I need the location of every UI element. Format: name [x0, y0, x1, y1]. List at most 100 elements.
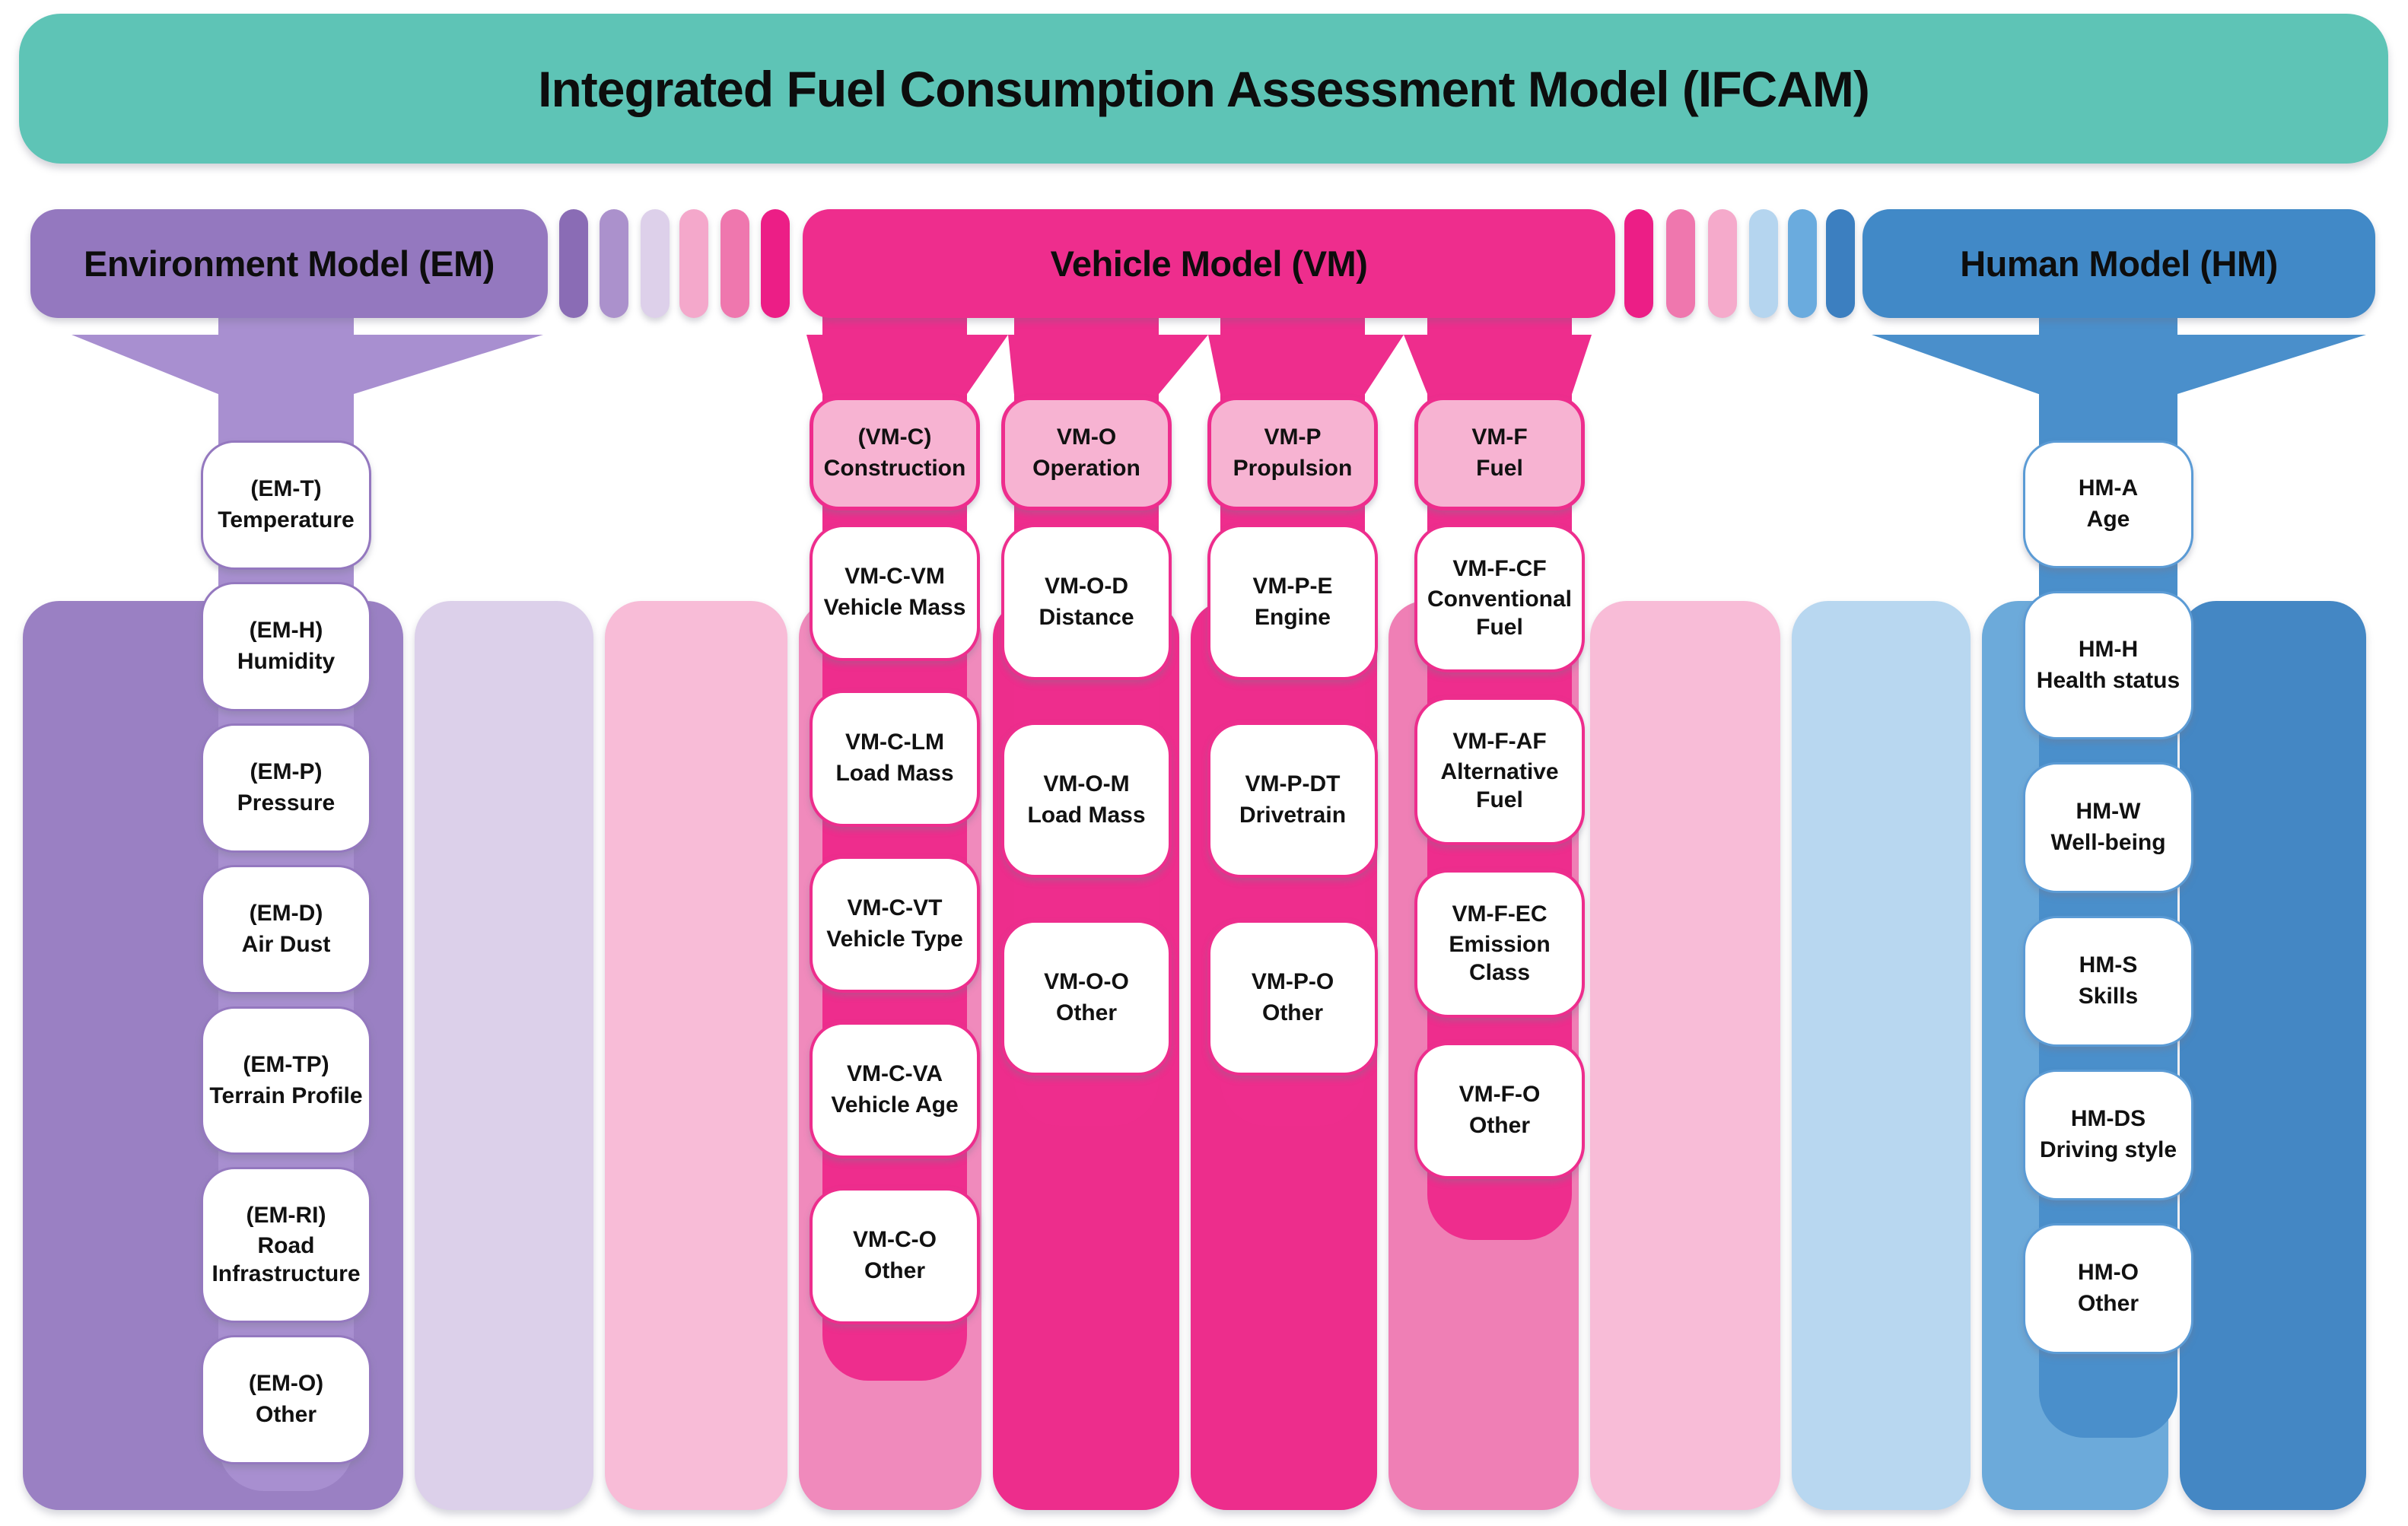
vm-box-operation-other: VM-O-O Other: [1001, 920, 1172, 1076]
box-code: (EM-D): [249, 901, 323, 927]
box-code: VM-P: [1264, 424, 1322, 450]
em-box-pressure: (EM-P) Pressure: [201, 723, 371, 853]
vm-box-vehicle-type: VM-C-VT Vehicle Type: [810, 856, 980, 993]
box-code: (EM-T): [250, 476, 322, 502]
box-label: Air Dust: [241, 932, 331, 957]
box-label: Other: [2077, 1291, 2139, 1316]
box-label: Pressure: [237, 790, 336, 815]
box-label: Drivetrain: [1239, 802, 1347, 828]
box-code: HM-DS: [2070, 1106, 2146, 1132]
box-code: VM-F-AF: [1452, 728, 1547, 754]
gradient-pill: [1826, 209, 1855, 318]
gradient-pill: [1708, 209, 1737, 318]
box-code: (EM-RI): [246, 1202, 326, 1228]
vm-box-distance: VM-O-D Distance: [1001, 524, 1172, 680]
box-code: (EM-TP): [243, 1051, 329, 1077]
box-code: (EM-O): [248, 1371, 324, 1397]
hm-box-other: HM-O Other: [2023, 1223, 2193, 1354]
hm-box-age: HM-A Age: [2023, 440, 2193, 568]
hm-box-well-being: HM-W Well-being: [2023, 762, 2193, 893]
box-code: (EM-P): [250, 759, 323, 785]
box-label: Other: [1261, 1000, 1323, 1025]
box-label: Vehicle Mass: [823, 595, 966, 620]
vm-box-emission-class: VM-F-EC Emission Class: [1414, 870, 1585, 1018]
background-band-light-pink-2: [1590, 601, 1780, 1510]
box-code: VM-C-VA: [846, 1061, 943, 1087]
gradient-pill: [1666, 209, 1695, 318]
box-label: Other: [864, 1258, 925, 1283]
box-code: VM-P-E: [1252, 573, 1333, 599]
box-code: VM-O-O: [1044, 968, 1129, 994]
header-vehicle-model: Vehicle Model (VM): [803, 209, 1615, 318]
box-code: VM-P-DT: [1245, 771, 1341, 796]
hm-box-skills: HM-S Skills: [2023, 916, 2193, 1047]
box-code: HM-A: [2078, 475, 2139, 501]
gradient-pill: [559, 209, 588, 318]
vm-box-fuel-other: VM-F-O Other: [1414, 1042, 1585, 1179]
vm-fuel-subheader: VM-F Fuel: [1414, 396, 1585, 510]
box-label: Vehicle Age: [831, 1092, 959, 1117]
vm-box-propulsion-other: VM-P-O Other: [1207, 920, 1378, 1076]
em-box-terrain-profile: (EM-TP) Terrain Profile: [201, 1006, 371, 1155]
vm-box-alternative-fuel: VM-F-AF Alternative Fuel: [1414, 697, 1585, 845]
box-code: VM-C-VT: [847, 895, 943, 921]
em-box-road-infrastructure: (EM-RI) Road Infrastructure: [201, 1167, 371, 1323]
gradient-pill: [641, 209, 670, 318]
vm-box-operation-load-mass: VM-O-M Load Mass: [1001, 722, 1172, 878]
box-label: Other: [1055, 1000, 1117, 1025]
vm-construction-subheader: (VM-C) Construction: [810, 396, 980, 510]
box-code: VM-F-O: [1458, 1082, 1541, 1108]
vm-propulsion-subheader: VM-P Propulsion: [1207, 396, 1378, 510]
em-box-temperature: (EM-T) Temperature: [201, 440, 371, 570]
background-band-light-pink: [605, 601, 787, 1510]
em-box-other: (EM-O) Other: [201, 1335, 371, 1464]
box-label: Alternative Fuel: [1440, 759, 1559, 812]
box-code: VM-F: [1471, 424, 1528, 450]
vm-box-drivetrain: VM-P-DT Drivetrain: [1207, 722, 1378, 878]
box-label: Temperature: [218, 507, 355, 533]
box-code: HM-W: [2076, 799, 2141, 825]
vm-box-load-mass: VM-C-LM Load Mass: [810, 690, 980, 827]
box-label: Fuel: [1476, 456, 1523, 481]
background-band-lavender: [415, 601, 593, 1510]
box-code: VM-C-LM: [845, 730, 944, 755]
box-code: VM-C-O: [853, 1227, 937, 1253]
box-code: VM-O-D: [1045, 573, 1128, 599]
gradient-pill: [679, 209, 708, 318]
box-label: Operation: [1032, 456, 1140, 481]
vm-box-vehicle-age: VM-C-VA Vehicle Age: [810, 1022, 980, 1159]
box-label: Conventional Fuel: [1427, 587, 1572, 640]
box-code: VM-O: [1056, 424, 1117, 450]
em-box-humidity: (EM-H) Humidity: [201, 582, 371, 711]
diagram-title: Integrated Fuel Consumption Assessment M…: [19, 14, 2388, 164]
gradient-pill: [600, 209, 628, 318]
box-label: Road Infrastructure: [212, 1233, 361, 1286]
box-code: (VM-C): [857, 424, 932, 450]
vm-box-conventional-fuel: VM-F-CF Conventional Fuel: [1414, 524, 1585, 672]
header-human-model: Human Model (HM): [1862, 209, 2375, 318]
box-label: Other: [1468, 1113, 1530, 1138]
vm-box-engine: VM-P-E Engine: [1207, 524, 1378, 680]
em-box-air-dust: (EM-D) Air Dust: [201, 865, 371, 994]
background-band-dark-blue: [2180, 601, 2366, 1510]
box-code: VM-O-M: [1043, 771, 1130, 796]
box-label: Propulsion: [1233, 456, 1353, 481]
vm-box-construction-other: VM-C-O Other: [810, 1187, 980, 1324]
gradient-pill: [1624, 209, 1653, 318]
box-label: Skills: [2078, 984, 2139, 1009]
box-code: VM-C-VM: [845, 564, 945, 590]
box-label: Age: [2086, 507, 2130, 532]
box-label: Driving style: [2039, 1137, 2177, 1162]
box-label: Terrain Profile: [209, 1083, 363, 1108]
gradient-pill: [761, 209, 790, 318]
gradient-pill: [720, 209, 749, 318]
box-code: HM-S: [2079, 952, 2138, 978]
box-code: VM-P-O: [1251, 968, 1334, 994]
box-label: Emission Class: [1449, 932, 1551, 985]
gradient-pill: [1788, 209, 1817, 318]
box-code: HM-H: [2078, 636, 2139, 662]
box-code: VM-F-EC: [1452, 901, 1548, 927]
box-label: Load Mass: [835, 761, 954, 786]
box-label: Other: [255, 1402, 317, 1427]
